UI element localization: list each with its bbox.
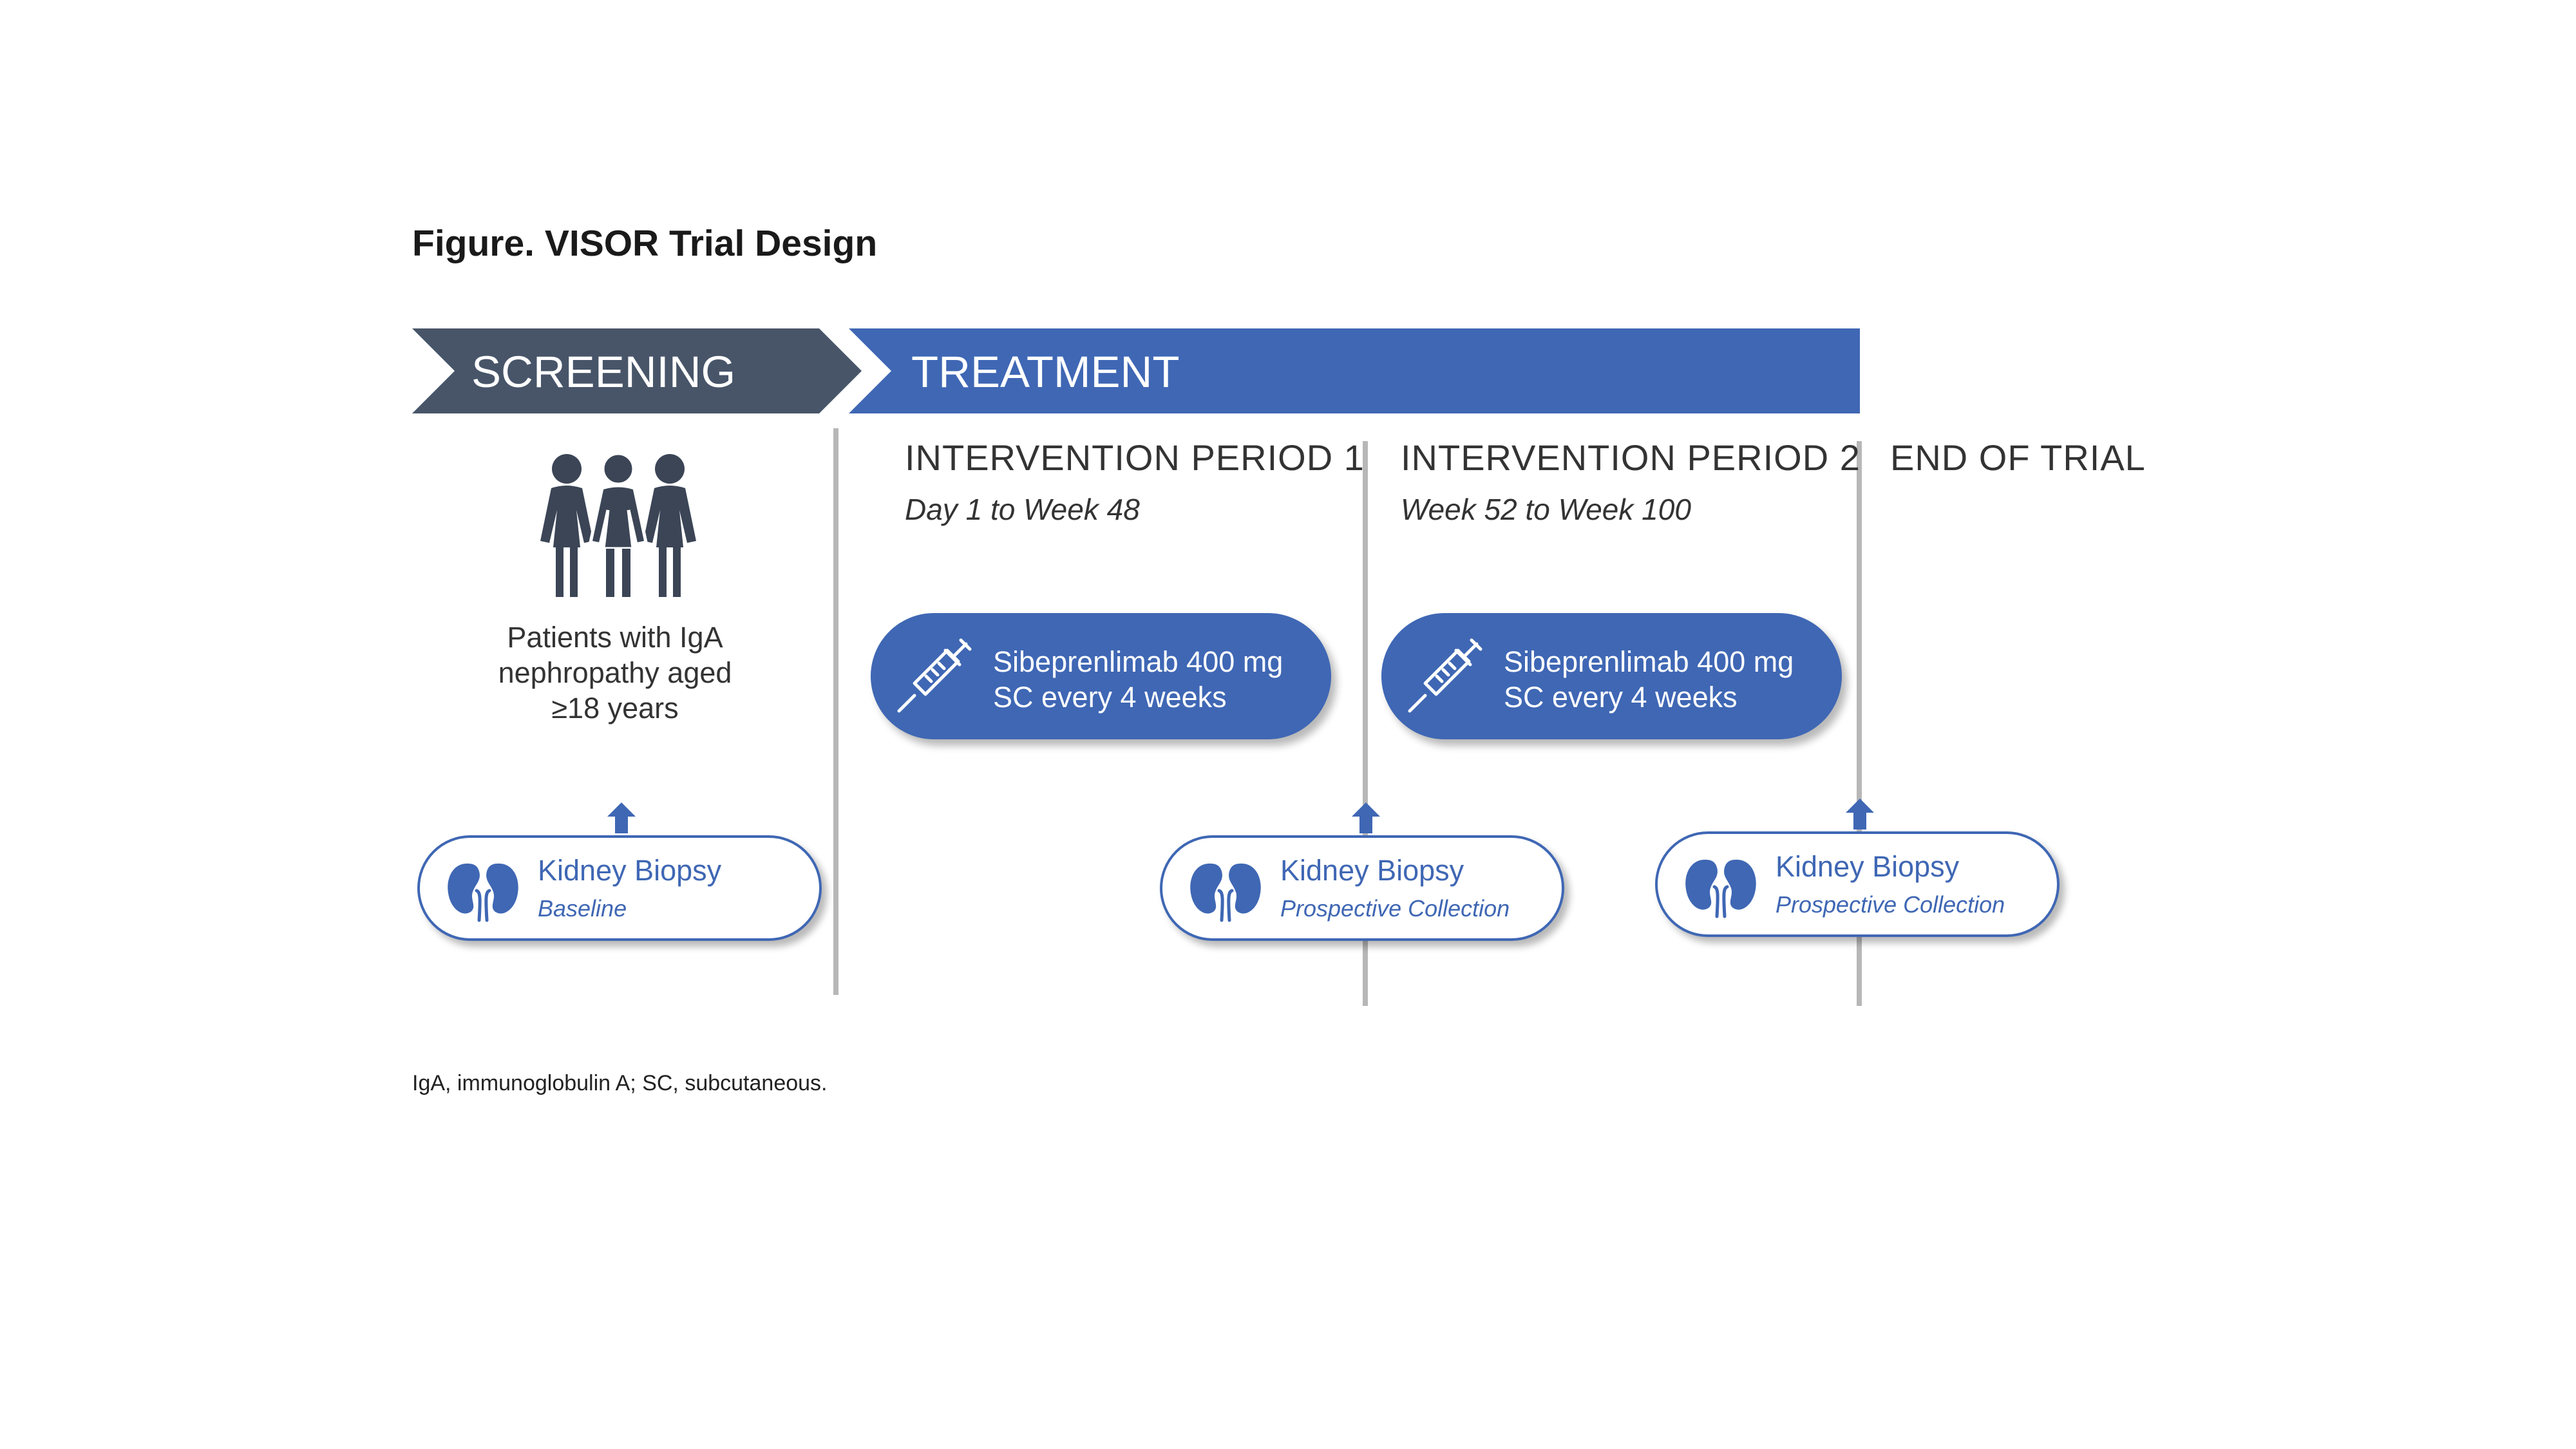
treatment-1-dose: Sibeprenlimab 400 mg	[993, 645, 1283, 678]
biopsy-1-subtitle: Baseline	[538, 895, 627, 922]
people-group-icon	[540, 451, 696, 597]
screening-banner	[412, 328, 862, 413]
arrow-up-icon	[607, 802, 636, 833]
biopsy-3-subtitle: Prospective Collection	[1776, 891, 2005, 918]
period-1-title: INTERVENTION PERIOD 1	[905, 437, 1365, 478]
arrow-up-icon	[1846, 799, 1874, 829]
screening-label: SCREENING	[471, 347, 736, 397]
treatment-1-schedule: SC every 4 weeks	[993, 681, 1227, 714]
treatment-2-dose: Sibeprenlimab 400 mg	[1504, 645, 1794, 678]
treatment-pill-2: Sibeprenlimab 400 mg SC every 4 weeks	[1381, 613, 1842, 739]
kidney-icon	[1685, 859, 1756, 918]
banner-arrows	[412, 328, 1860, 413]
biopsy-3-title: Kidney Biopsy	[1776, 850, 1960, 883]
treatment-2-schedule: SC every 4 weeks	[1504, 681, 1738, 714]
treatment-1-text: Sibeprenlimab 400 mg SC every 4 weeks	[993, 644, 1283, 715]
period-2-title: INTERVENTION PERIOD 2	[1401, 437, 1861, 478]
biopsy-2-title: Kidney Biopsy	[1280, 854, 1464, 887]
patients-description: Patients with IgA nephropathy aged ≥18 y…	[498, 621, 732, 724]
syringe-icon	[1408, 638, 1482, 713]
arrow-up-icon	[1352, 802, 1380, 833]
footnote: IgA, immunoglobulin A; SC, subcutaneous.	[412, 1071, 828, 1095]
end-of-trial-title: END OF TRIAL	[1890, 437, 2146, 478]
figure-title: Figure. VISOR Trial Design	[412, 223, 878, 264]
syringe-icon	[897, 638, 972, 713]
divider-screening-treatment	[833, 428, 838, 995]
treatment-label: TREATMENT	[911, 347, 1180, 397]
period-1-subtitle: Day 1 to Week 48	[905, 493, 1140, 526]
biopsy-pill-baseline: Kidney Biopsy Baseline	[417, 835, 822, 941]
kidney-icon	[1190, 863, 1261, 922]
divider-period2-end	[1857, 441, 1862, 1006]
biopsy-pill-period1: Kidney Biopsy Prospective Collection	[1160, 835, 1564, 941]
period-2-subtitle: Week 52 to Week 100	[1401, 493, 1691, 526]
treatment-pill-1: Sibeprenlimab 400 mg SC every 4 weeks	[871, 613, 1331, 739]
kidney-icon	[448, 863, 518, 922]
biopsy-2-subtitle: Prospective Collection	[1280, 895, 1510, 922]
biopsy-1-title: Kidney Biopsy	[538, 854, 722, 887]
treatment-banner	[849, 328, 1860, 413]
biopsy-pill-period2: Kidney Biopsy Prospective Collection	[1655, 831, 2060, 937]
divider-period1-period2	[1363, 441, 1368, 1006]
treatment-2-text: Sibeprenlimab 400 mg SC every 4 weeks	[1504, 644, 1794, 715]
